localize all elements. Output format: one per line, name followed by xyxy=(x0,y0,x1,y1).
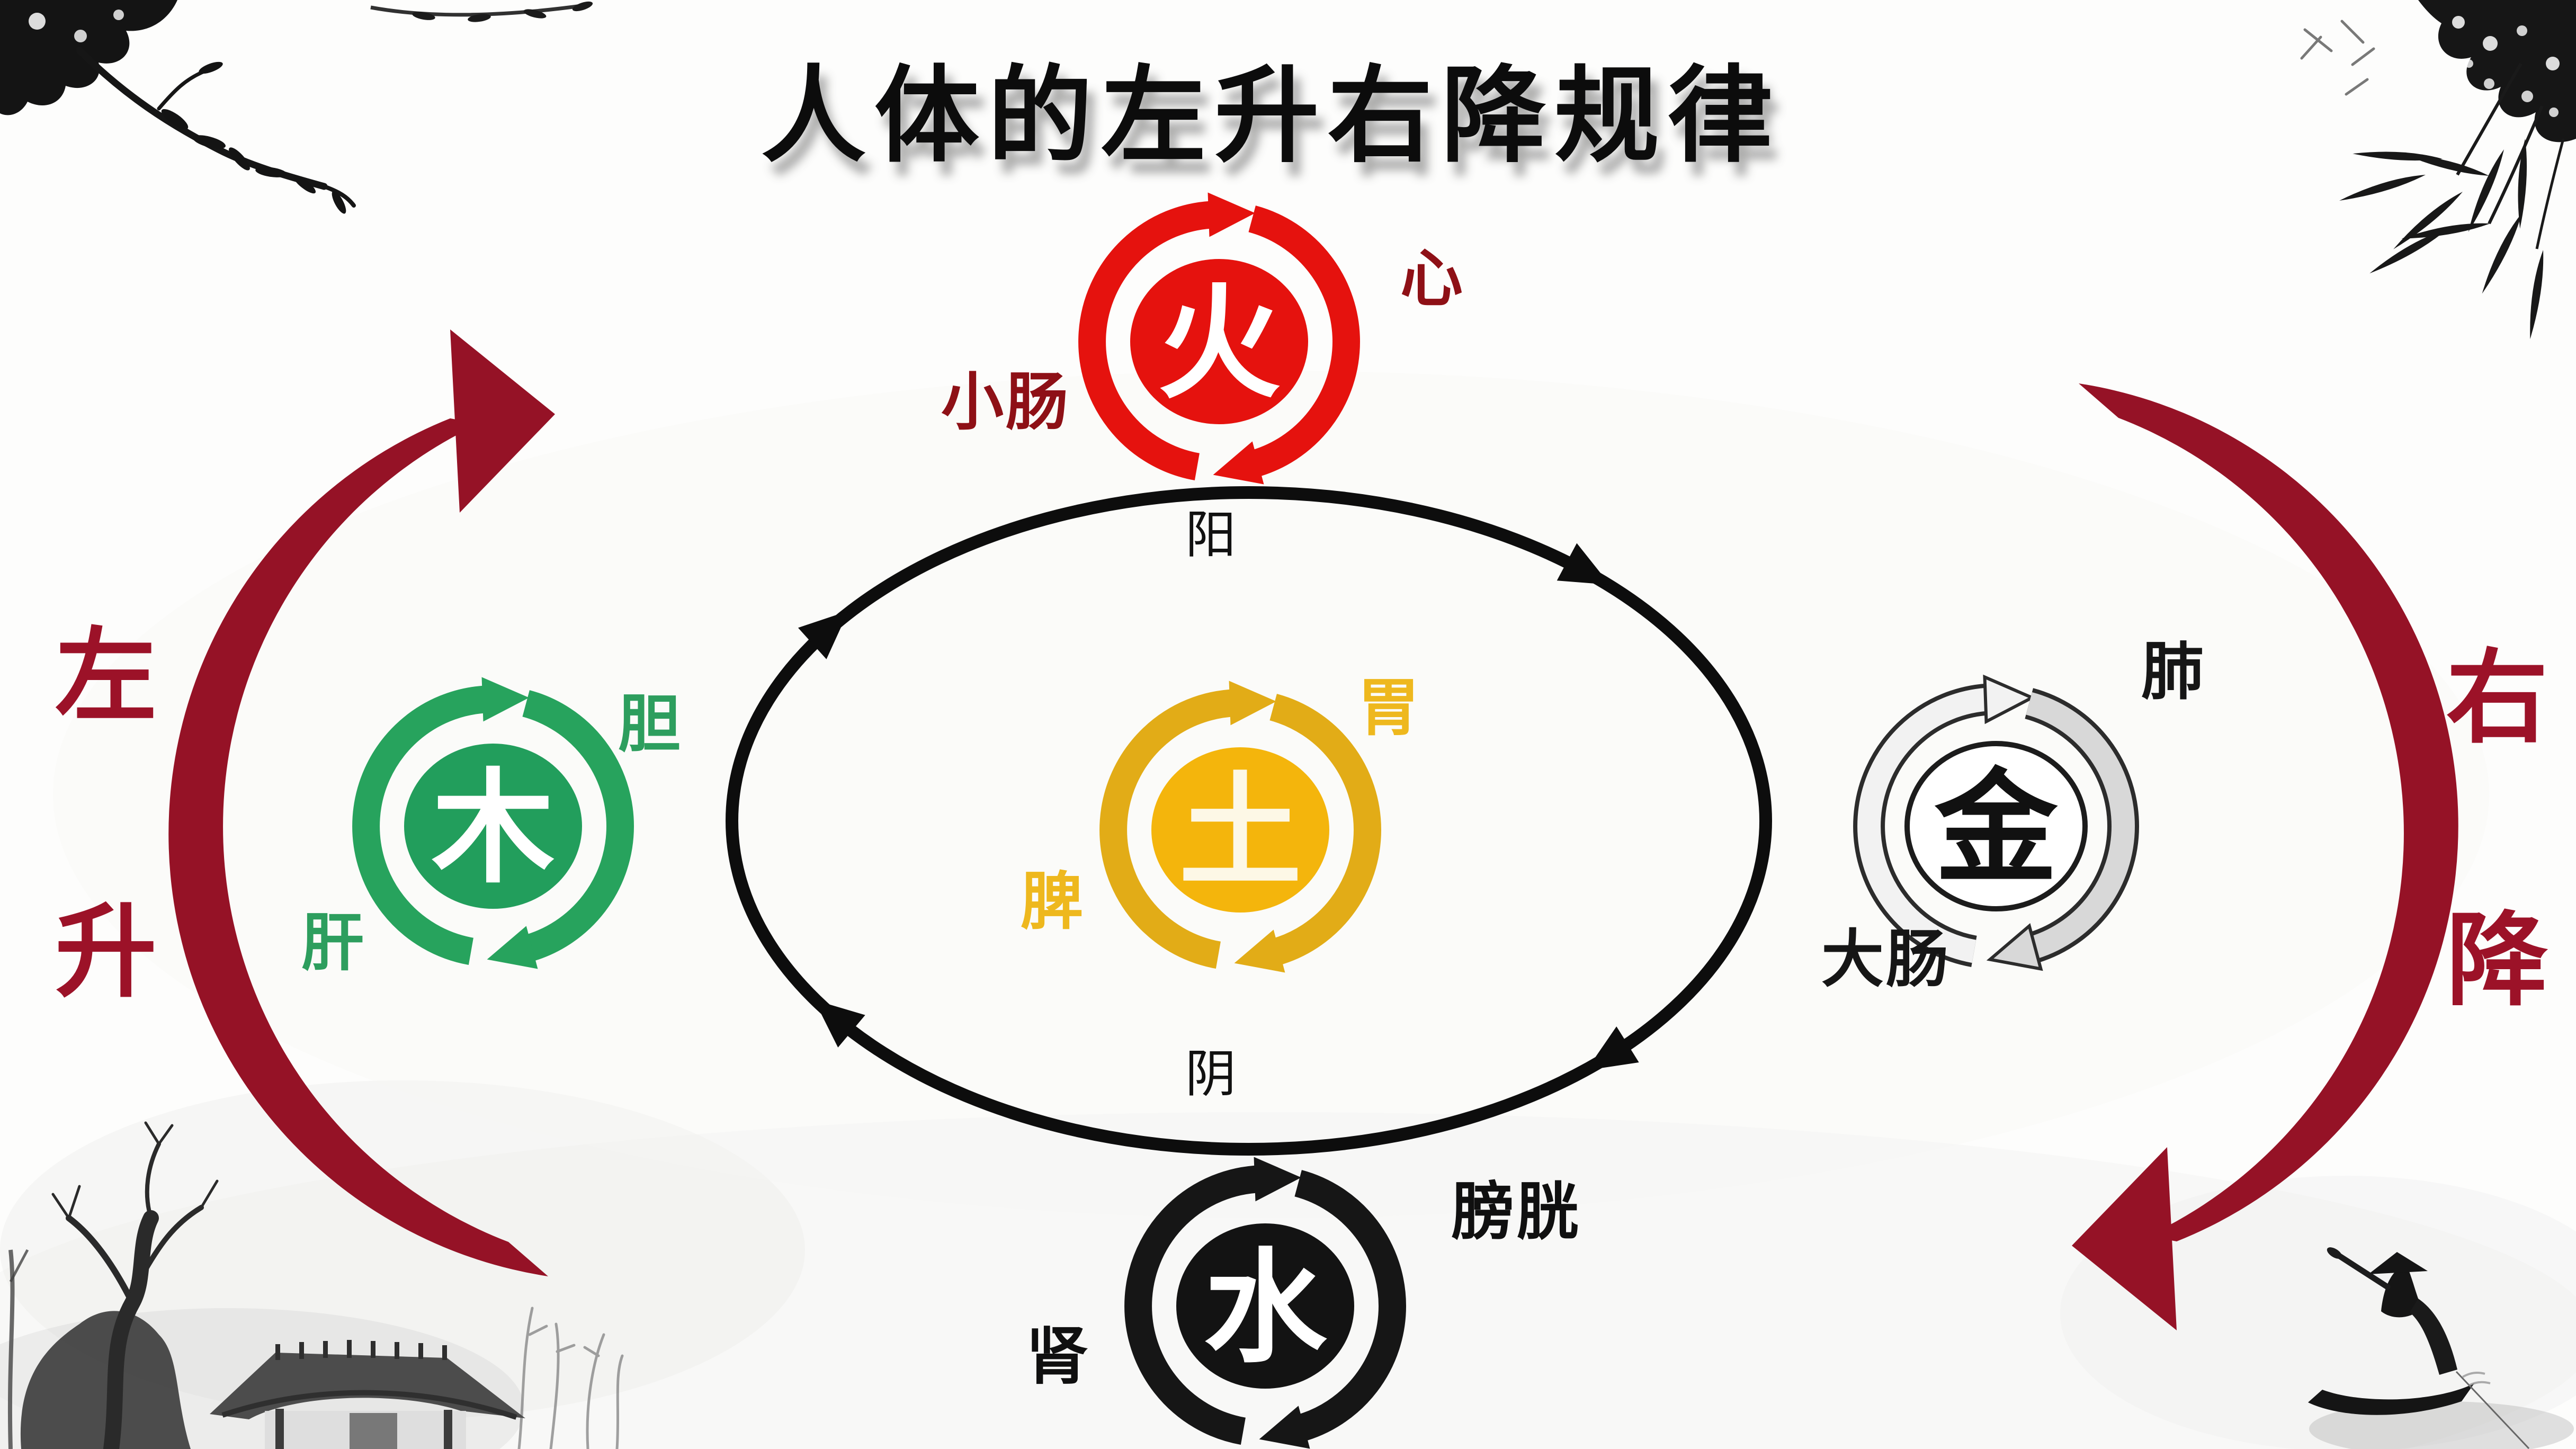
water-arc-left-head xyxy=(1254,1157,1301,1202)
metal-cycle-icon: 金 xyxy=(1853,674,2139,971)
small-intestine-label: 小肠 xyxy=(941,368,1071,437)
wood-arc-left-head xyxy=(481,677,529,722)
right-descending-arrow xyxy=(2072,383,2458,1330)
page-title: 人体的左升右降规律 xyxy=(761,53,1781,177)
wood-char: 木 xyxy=(432,760,554,897)
left-arrow-band xyxy=(168,418,548,1276)
yang-label: 阳 xyxy=(1185,507,1236,564)
kidney-label: 肾 xyxy=(1025,1322,1091,1392)
earth-arc-left xyxy=(1099,689,1237,969)
heart-label: 心 xyxy=(1400,244,1465,314)
left-ascend-char-top: 左 xyxy=(55,619,157,733)
fire-cycle-icon: 火 xyxy=(1078,192,1360,485)
lung-label: 肺 xyxy=(2141,637,2206,707)
circulation-ring xyxy=(726,486,1772,1156)
water-arc-right-head xyxy=(1259,1406,1310,1449)
right-descend-char-top: 右 xyxy=(2446,641,2548,755)
water-arc-left xyxy=(1124,1165,1262,1445)
ink-branch-decoration xyxy=(0,0,593,214)
left-ascending-arrow xyxy=(168,329,555,1276)
metal-arc-right xyxy=(2026,692,2135,961)
ink-boat-decoration xyxy=(2308,1247,2574,1449)
water-arc-right xyxy=(1294,1170,1406,1442)
fire-char: 火 xyxy=(1158,275,1281,413)
gallbladder-label: 胆 xyxy=(618,690,683,759)
earth-circle xyxy=(1151,747,1329,913)
ink-cottage-decoration xyxy=(0,1121,624,1449)
water-cycle-icon: 水 xyxy=(1124,1157,1406,1449)
earth-char: 土 xyxy=(1179,764,1302,901)
metal-arc-left xyxy=(1857,687,1992,963)
metal-arc-left-head xyxy=(1983,674,2036,724)
left-arrow-head xyxy=(450,329,555,513)
wood-circle xyxy=(404,744,582,909)
metal-arc-right-head xyxy=(1986,923,2043,971)
bladder-label: 膀胱 xyxy=(1451,1177,1581,1247)
ring-arrowhead-upleft xyxy=(798,611,849,659)
earth-arc-right xyxy=(1269,694,1381,966)
right-descend-char-bottom: 降 xyxy=(2446,904,2548,1017)
metal-circle xyxy=(1904,741,2088,911)
water-circle xyxy=(1176,1223,1354,1389)
wood-cycle-icon: 木 xyxy=(352,677,634,969)
right-arrow-head xyxy=(2072,1147,2177,1330)
wood-arc-right-head xyxy=(487,926,538,969)
liver-label: 肝 xyxy=(301,908,366,978)
wood-arc-right xyxy=(522,690,634,962)
ring-arrowhead-upright xyxy=(1557,543,1610,585)
fire-arc-left xyxy=(1078,201,1215,480)
fire-circle xyxy=(1130,259,1308,424)
earth-arc-left-head xyxy=(1229,681,1276,726)
large-intestine-label: 大肠 xyxy=(1821,925,1951,995)
earth-cycle-icon: 土 xyxy=(1099,681,1381,973)
metal-char: 金 xyxy=(1934,760,2058,897)
fire-arc-left-head xyxy=(1208,192,1255,237)
wood-arc-left xyxy=(352,685,489,965)
left-ascend-char-bottom: 升 xyxy=(55,895,157,1009)
fire-arc-right xyxy=(1248,205,1360,478)
right-arrow-band xyxy=(2079,383,2458,1241)
ring-arrowhead-downleft xyxy=(814,1000,865,1048)
stomach-label: 胃 xyxy=(1357,673,1423,743)
water-char: 水 xyxy=(1204,1240,1327,1377)
fire-arc-right-head xyxy=(1213,441,1264,485)
ink-bamboo-decoration xyxy=(2300,0,2576,339)
spleen-label: 脾 xyxy=(1020,867,1086,937)
circulation-ellipse xyxy=(726,486,1772,1156)
yin-label: 阴 xyxy=(1185,1046,1236,1103)
ring-arrowhead-downright xyxy=(1586,1026,1639,1070)
earth-arc-right-head xyxy=(1234,929,1285,973)
